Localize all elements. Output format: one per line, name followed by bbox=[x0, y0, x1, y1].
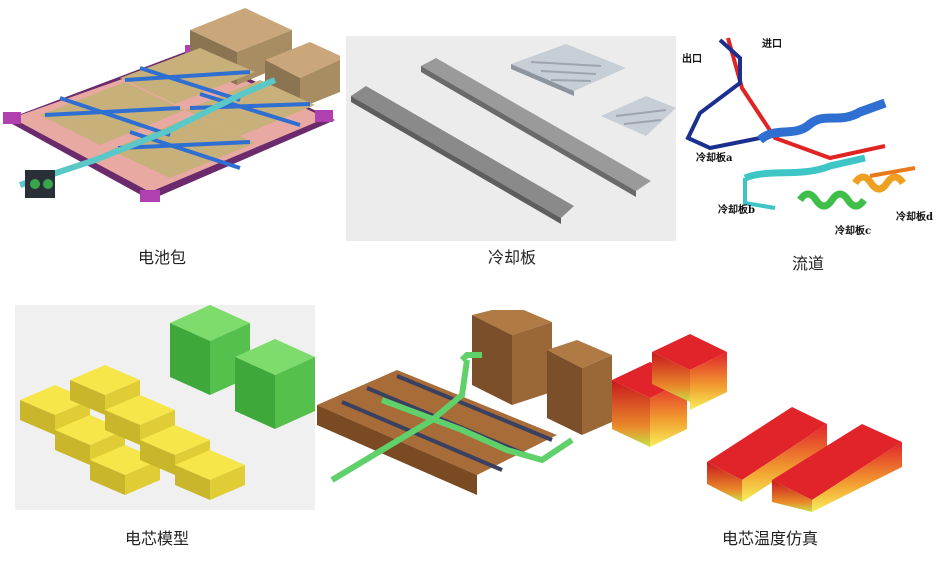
battery-pack-caption: 电池包 bbox=[138, 248, 187, 267]
inlet-label: 进口 bbox=[762, 37, 782, 50]
outlet-label: 出口 bbox=[682, 52, 702, 65]
cell-model-image bbox=[15, 305, 315, 510]
cells-cooling-image bbox=[312, 310, 612, 510]
plate-c-label: 冷却板c bbox=[835, 224, 871, 237]
plate-b-label: 冷却板b bbox=[718, 203, 755, 216]
flow-channel-image: 出口 进口 冷却板a 冷却板b 冷却板c 冷却板d bbox=[680, 28, 936, 240]
cold-plate-caption: 冷却板 bbox=[488, 248, 537, 267]
flow-channel-caption: 流道 bbox=[792, 254, 825, 273]
battery-pack-image bbox=[0, 0, 340, 228]
plate-d-label: 冷却板d bbox=[896, 210, 933, 223]
plate-a-label: 冷却板a bbox=[696, 151, 733, 164]
cell-model-caption: 电芯模型 bbox=[125, 529, 190, 548]
cell-temperature-image bbox=[612, 332, 910, 512]
cell-temp-sim-caption: 电芯温度仿真 bbox=[722, 529, 819, 548]
cold-plate-image bbox=[346, 36, 676, 241]
